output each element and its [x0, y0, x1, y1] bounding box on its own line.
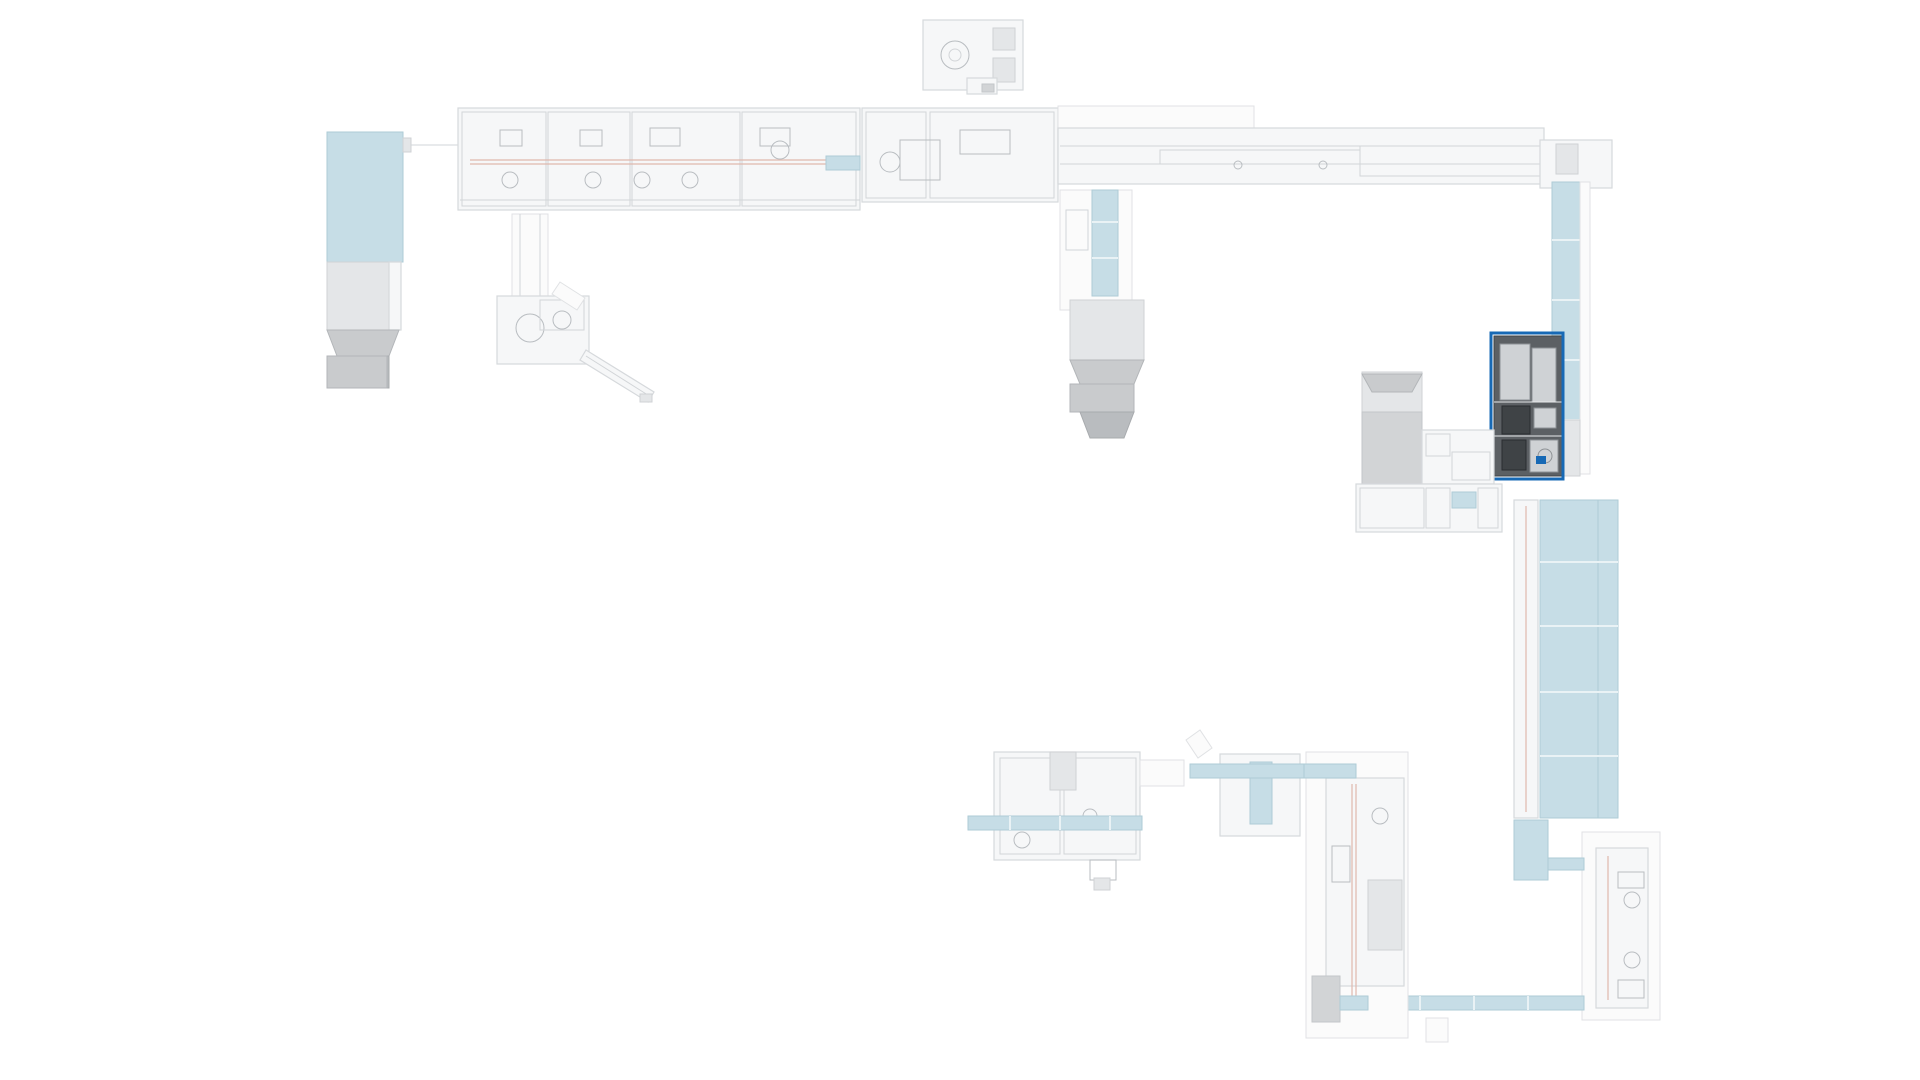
secondary-line[interactable]	[861, 105, 1613, 203]
output-station[interactable]	[993, 751, 1185, 891]
main-forming-line[interactable]	[457, 107, 861, 211]
selection-highlight	[1489, 331, 1565, 481]
accumulation-table[interactable]	[1513, 499, 1619, 881]
labeling-station[interactable]	[1185, 729, 1409, 1039]
incline-feeder[interactable]	[496, 213, 655, 403]
bottom-transfer-conveyor[interactable]	[1367, 995, 1585, 1043]
selected-machine[interactable]	[1489, 331, 1581, 481]
top-auxiliary-unit[interactable]	[922, 19, 1024, 95]
side-hopper-unit[interactable]	[1355, 371, 1503, 533]
case-packer[interactable]	[1547, 831, 1661, 1021]
transfer-hopper[interactable]	[1059, 189, 1145, 439]
infeed-conveyor-hopper[interactable]	[326, 131, 460, 389]
output-conveyor[interactable]	[967, 815, 1143, 831]
